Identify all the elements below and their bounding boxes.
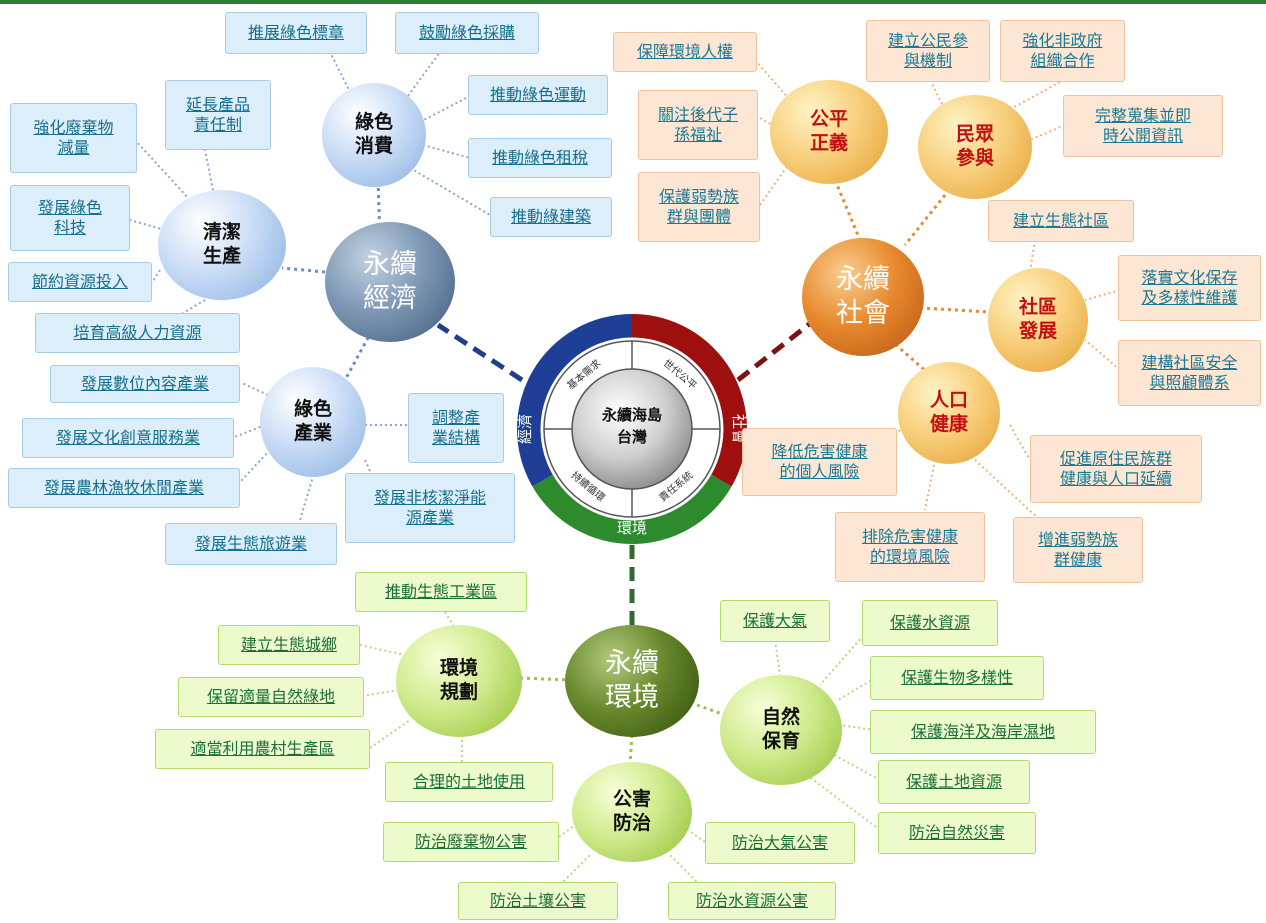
hub-sustainable-environment[interactable]: 永續 環境 (565, 625, 699, 737)
society-leaf-links (754, 59, 1121, 521)
node-nature-conservation[interactable]: 自然 保育 (720, 675, 842, 785)
center-title-line2: 台灣 (617, 428, 647, 446)
node-pollution-control[interactable]: 公害 防治 (572, 762, 692, 862)
leaf-green-tax[interactable]: 推動綠色租稅 (468, 138, 612, 178)
leaf-protect-water[interactable]: 保護水資源 (862, 600, 998, 646)
leaf-agri-leisure[interactable]: 發展農林漁牧休閒產業 (8, 468, 240, 508)
leaf-civic-mechanism[interactable]: 建立公民參 與機制 (866, 20, 990, 82)
leaf-land-use[interactable]: 合理的土地使用 (385, 762, 553, 802)
node-community[interactable]: 社區 發展 (988, 268, 1088, 372)
leaf-clean-energy[interactable]: 發展非核潔淨能 源產業 (345, 473, 515, 543)
leaf-prevent-disasters[interactable]: 防治自然災害 (878, 812, 1036, 854)
leaf-protect-land[interactable]: 保護土地資源 (878, 760, 1030, 804)
leaf-green-label-promo[interactable]: 推展綠色標章 (225, 12, 367, 54)
leaf-industry-restructure[interactable]: 調整產 業結構 (408, 393, 504, 463)
leaf-public-info[interactable]: 完整蒐集並即 時公開資訊 (1063, 95, 1223, 157)
hub-sustainable-economy[interactable]: 永續 經濟 (325, 222, 455, 342)
leaf-soil-pollution[interactable]: 防治土壤公害 (458, 882, 618, 920)
leaf-future-generations[interactable]: 關注後代子 孫福祉 (638, 90, 758, 160)
leaf-protect-biodiversity[interactable]: 保護生物多樣性 (870, 656, 1044, 700)
leaf-talent-training[interactable]: 培育高級人力資源 (35, 313, 240, 353)
leaf-protect-vulnerable[interactable]: 保護弱勢族 群與團體 (638, 172, 760, 242)
leaf-resource-saving[interactable]: 節約資源投入 (8, 262, 152, 302)
leaf-ngo-cooperation[interactable]: 強化非政府 組織合作 (1000, 20, 1125, 82)
leaf-eco-industrial-park[interactable]: 推動生態工業區 (355, 572, 527, 612)
center-wheel: 永續海島 台灣 基本需求 世代公平 責任系統 持續循環 經濟 社會 環境 (516, 314, 748, 545)
leaf-digital-content[interactable]: 發展數位內容產業 (50, 365, 240, 403)
leaf-personal-risk[interactable]: 降低危害健康 的個人風險 (742, 428, 897, 496)
leaf-air-pollution[interactable]: 防治大氣公害 (705, 822, 855, 864)
economy-main-links (281, 179, 382, 381)
leaf-environmental-risk[interactable]: 排除危害健康 的環境風險 (835, 512, 985, 582)
leaf-eco-community[interactable]: 建立生態社區 (988, 200, 1134, 242)
leaf-eco-tourism[interactable]: 發展生態旅遊業 (165, 523, 337, 565)
node-clean-production[interactable]: 清潔 生產 (158, 190, 286, 300)
node-justice[interactable]: 公平 正義 (770, 80, 888, 184)
leaf-green-procurement[interactable]: 鼓勵綠色採購 (395, 12, 539, 54)
leaf-waste-pollution[interactable]: 防治廢棄物公害 (383, 822, 559, 862)
leaf-env-human-rights[interactable]: 保障環境人權 (613, 32, 757, 72)
center-title-line1: 永續海島 (601, 406, 662, 424)
leaf-green-building[interactable]: 推動綠建築 (490, 197, 612, 237)
node-green-industry[interactable]: 綠色 產業 (260, 367, 366, 477)
leaf-cultural-preservation[interactable]: 落實文化保存 及多樣性維護 (1118, 255, 1261, 321)
link-center-economy (436, 322, 524, 383)
leaf-indigenous-health[interactable]: 促進原住民族群 健康與人口延續 (1030, 435, 1202, 503)
link-center-society (736, 320, 814, 382)
environment-main-links (519, 676, 726, 766)
leaf-vulnerable-health[interactable]: 增進弱勢族 群健康 (1013, 517, 1143, 583)
leaf-natural-green-space[interactable]: 保留適量自然綠地 (178, 677, 364, 717)
environment-leaf-links (359, 611, 881, 886)
leaf-protect-ocean[interactable]: 保護海洋及海岸濕地 (870, 710, 1096, 754)
leaf-community-safety[interactable]: 建構社區安全 與照顧體系 (1118, 340, 1261, 406)
node-health[interactable]: 人口 健康 (898, 362, 1000, 464)
leaf-rural-production[interactable]: 適當利用農村生產區 (155, 729, 370, 769)
node-green-consumption[interactable]: 綠色 消費 (322, 83, 426, 187)
leaf-green-tech[interactable]: 發展綠色 科技 (10, 185, 130, 251)
node-participation[interactable]: 民眾 參與 (918, 95, 1032, 199)
leaf-water-pollution[interactable]: 防治水資源公害 (668, 882, 836, 920)
hub-sustainable-society[interactable]: 永續 社會 (802, 238, 924, 356)
leaf-cultural-creative[interactable]: 發展文化創意服務業 (22, 418, 234, 458)
node-env-planning[interactable]: 環境 規劃 (396, 625, 522, 737)
center-segment-label-economy: 經濟 (516, 414, 534, 444)
leaf-green-movement[interactable]: 推動綠色運動 (468, 75, 608, 115)
leaf-extended-responsibility[interactable]: 延長產品 責任制 (165, 80, 271, 150)
leaf-eco-city[interactable]: 建立生態城鄉 (218, 625, 360, 665)
center-segment-label-environment: 環境 (617, 519, 647, 537)
leaf-waste-reduction[interactable]: 強化廢棄物 減量 (10, 103, 137, 173)
top-border-line (0, 0, 1266, 4)
leaf-protect-atmosphere[interactable]: 保護大氣 (720, 600, 830, 642)
